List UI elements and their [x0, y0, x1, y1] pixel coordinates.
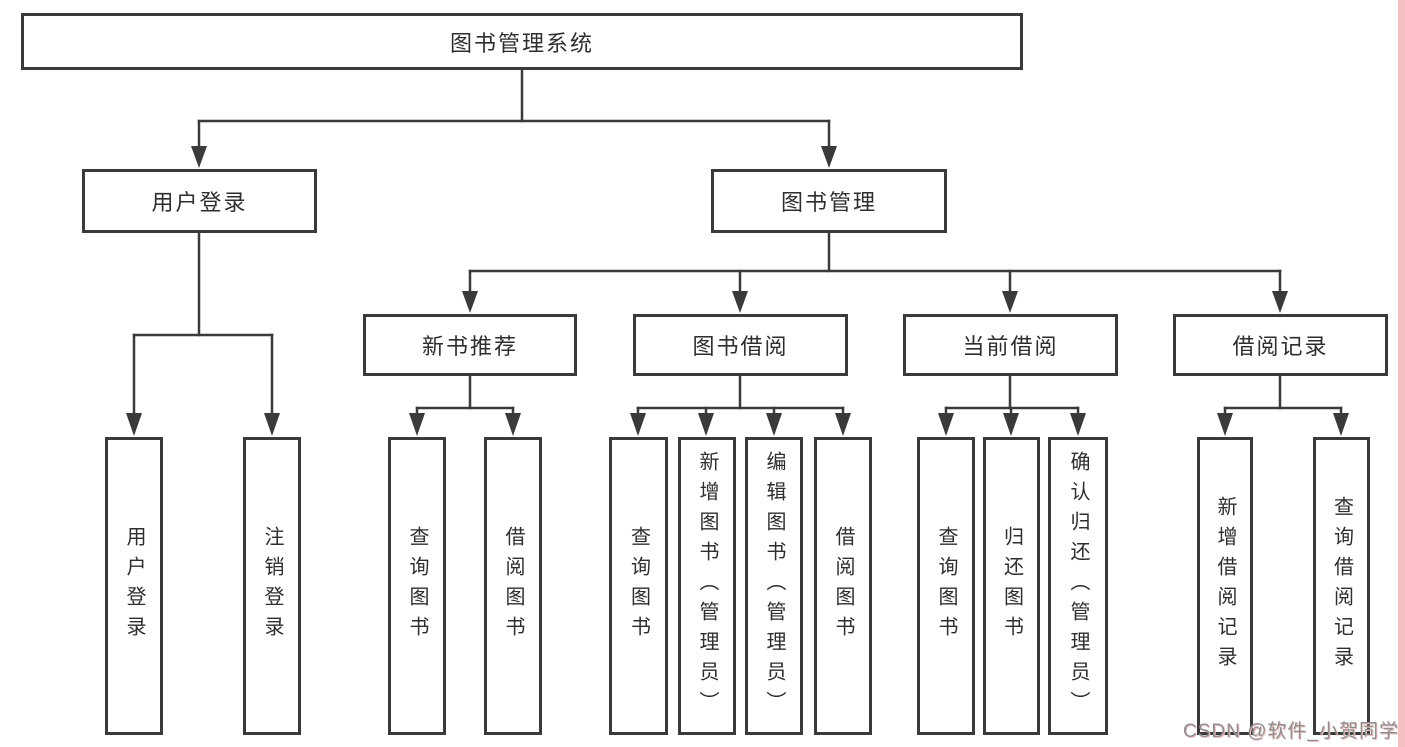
leaf-add-book-admin: 新增图书（管理员）	[678, 437, 736, 735]
node-new-book-recommend: 新书推荐	[363, 314, 577, 376]
leaf-label: 确认归还（管理员）	[1067, 451, 1089, 721]
node-label: 当前借阅	[962, 334, 1059, 359]
leaf-user-login: 用户登录	[105, 437, 163, 735]
leaf-label: 新增图书（管理员）	[696, 451, 718, 721]
leaf-label: 归还图书	[1000, 526, 1023, 646]
leaf-confirm-return-admin: 确认归还（管理员）	[1048, 437, 1108, 735]
leaf-label: 编辑图书（管理员）	[763, 451, 785, 721]
node-book-borrow: 图书借阅	[633, 314, 848, 376]
leaf-borrow-book-recommend: 借阅图书	[484, 437, 542, 735]
leaf-label: 查询图书	[406, 526, 428, 646]
leaf-add-borrow-record: 新增借阅记录	[1197, 437, 1253, 735]
node-label: 图书管理系统	[449, 30, 594, 56]
leaf-logout: 注销登录	[243, 437, 301, 735]
leaf-query-book-current: 查询图书	[917, 437, 975, 735]
leaf-label: 查询图书	[935, 526, 957, 646]
node-library-management-system: 图书管理系统	[21, 13, 1023, 70]
node-label: 图书管理	[780, 190, 877, 215]
leaf-query-book-recommend: 查询图书	[388, 437, 446, 735]
arrowheads	[126, 146, 1349, 436]
node-label: 借阅记录	[1232, 334, 1329, 359]
leaf-label: 用户登录	[123, 526, 145, 646]
node-current-borrow: 当前借阅	[903, 314, 1118, 376]
leaf-label: 新增借阅记录	[1214, 496, 1236, 676]
leaf-query-borrow-record: 查询借阅记录	[1313, 437, 1370, 735]
leaf-label: 查询图书	[627, 526, 650, 646]
leaf-label: 借阅图书	[832, 526, 854, 646]
node-book-management: 图书管理	[711, 169, 947, 233]
leaf-return-book: 归还图书	[983, 437, 1040, 735]
node-label: 图书借阅	[692, 334, 789, 359]
node-user-login: 用户登录	[82, 169, 317, 233]
leaf-edit-book-admin: 编辑图书（管理员）	[745, 437, 803, 735]
csdn-watermark: CSDN @软件_小贺同学	[1183, 721, 1399, 742]
node-label: 新书推荐	[421, 334, 518, 359]
leaf-label: 查询借阅记录	[1330, 496, 1353, 676]
leaf-label: 注销登录	[261, 526, 283, 646]
leaf-borrow-book-borrowsec: 借阅图书	[814, 437, 872, 735]
right-edge-strip	[1398, 0, 1405, 747]
node-borrow-records: 借阅记录	[1173, 314, 1388, 376]
leaf-label: 借阅图书	[502, 526, 524, 646]
node-label: 用户登录	[151, 190, 248, 215]
leaf-query-book-borrowsec: 查询图书	[609, 437, 668, 735]
